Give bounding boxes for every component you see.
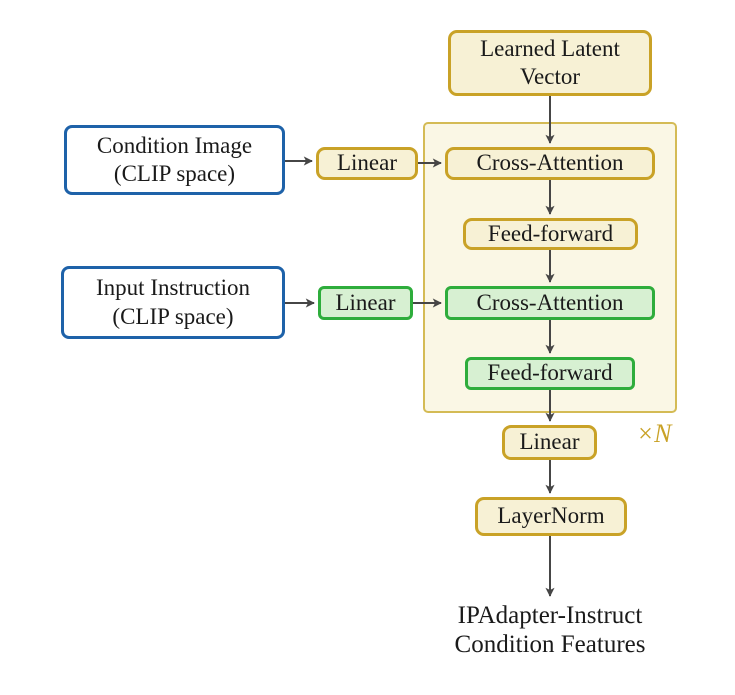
node-input-instruction: Input Instruction (CLIP space) (61, 266, 285, 339)
node-linear-output: Linear (502, 425, 597, 460)
repeat-times-n-label: ×N (636, 419, 672, 448)
node-layer-norm: LayerNorm (475, 497, 627, 536)
node-condition-image: Condition Image (CLIP space) (64, 125, 285, 195)
node-linear-instruction: Linear (318, 286, 413, 320)
node-feed-forward-image: Feed-forward (463, 218, 638, 250)
output-features-label: IPAdapter-Instruct Condition Features (454, 602, 646, 658)
node-feed-forward-instruction: Feed-forward (465, 357, 635, 390)
node-linear-image: Linear (316, 147, 418, 180)
node-cross-attention-instruction: Cross-Attention (445, 286, 655, 320)
node-learned-latent-vector: Learned Latent Vector (448, 30, 652, 96)
node-cross-attention-image: Cross-Attention (445, 147, 655, 180)
